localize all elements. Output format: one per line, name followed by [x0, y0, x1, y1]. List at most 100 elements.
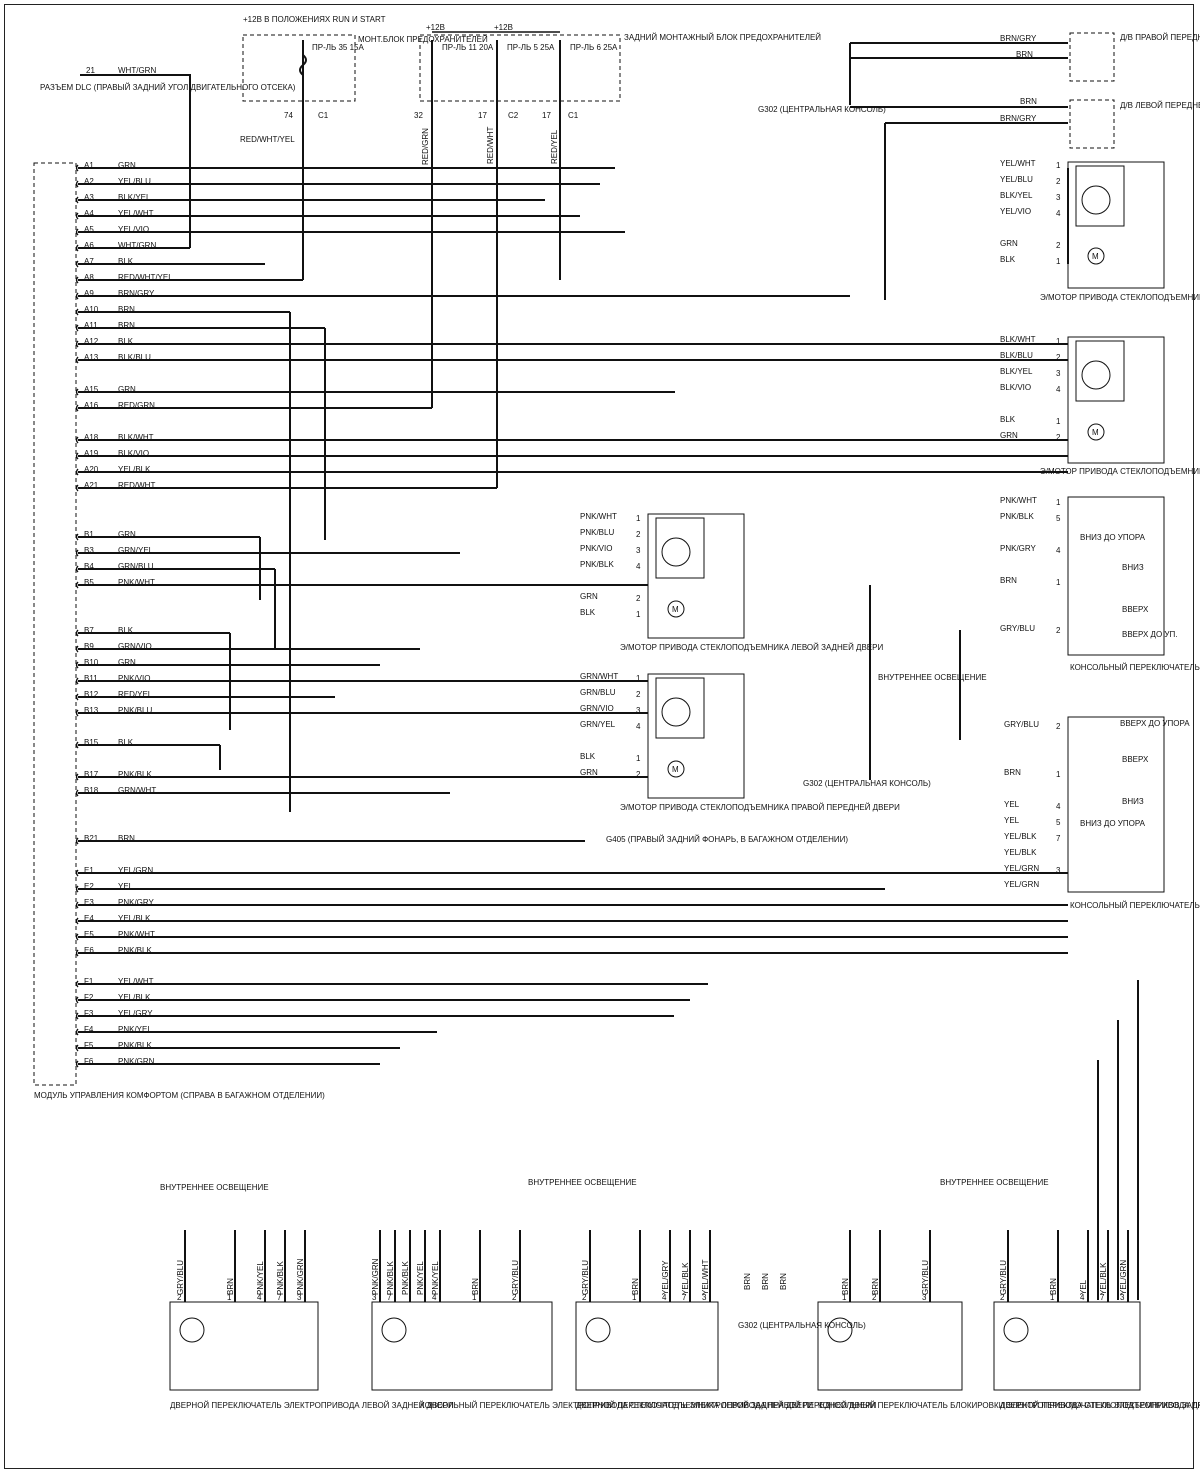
module-pin-mark	[75, 276, 79, 284]
rear-fuse-wires: RED/GRN RED/WHT RED/YEL	[421, 127, 559, 165]
motor-wire: GRN/YEL	[580, 720, 616, 729]
console-rr-wire: YEL/GRN	[1004, 864, 1039, 873]
console-lf-pin: 1	[1056, 578, 1061, 587]
console-lf-wire: PNK/WHT	[1000, 496, 1037, 505]
module-pin-e1: E1	[84, 866, 94, 875]
rear-conn-3: C1	[568, 111, 579, 120]
console-lf-down: ВНИЗ ДО УПОРА	[1080, 533, 1146, 542]
bottom-pin: 3	[297, 1293, 302, 1302]
motor-wire: BLK/BLU	[1000, 351, 1033, 360]
module-wire-f3: YEL/GRY	[118, 1009, 153, 1018]
bottom-wire: BRN	[841, 1278, 850, 1295]
motor-wire: BLK	[1000, 255, 1016, 264]
module-wire-e3: PNK/GRY	[118, 898, 155, 907]
bottom-wire: BRN	[1049, 1278, 1058, 1295]
module-wire-a1: GRN	[118, 161, 136, 170]
motor-pin: 1	[1056, 417, 1061, 426]
console-lf-wire: GRY/BLU	[1000, 624, 1035, 633]
module-pin-mark	[75, 260, 79, 268]
bottom-sw5: ДВЕРНОЙ ПЕРЕКЛЮЧАТЕЛЬ ЭЛЕКТРОПРИВОДА ПРА…	[993, 1230, 1200, 1410]
console-rr-pin: 1	[1056, 770, 1061, 779]
module-pin-f3: F3	[84, 1009, 94, 1018]
rear-pin-1: 32	[414, 111, 423, 120]
module-wire-e4: YEL/BLK	[118, 914, 151, 923]
bottom-pin: 4	[1080, 1293, 1085, 1302]
module-pin-mark	[75, 1012, 79, 1020]
module-pin-e5: E5	[84, 930, 94, 939]
module-wire-a9: BRN/GRY	[118, 289, 155, 298]
bottom-wire: PNK/YEL	[256, 1261, 265, 1295]
bottom-pin: 2	[177, 1293, 182, 1302]
fuse-11-label: ПР-ЛЬ 11 20А	[442, 43, 494, 52]
module-pin-b3: B3	[84, 546, 94, 555]
dlc-label: РАЗЪЕМ DLC (ПРАВЫЙ ЗАДНИЙ УГОЛ ДВИГАТЕЛЬ…	[40, 83, 296, 92]
bottom-wire: PNK/YEL	[416, 1261, 425, 1295]
module-pin-e4: E4	[84, 914, 94, 923]
module-pin-a8: A8	[84, 273, 94, 282]
console-switch-lf: КОНСОЛЬНЫЙ ПЕРЕКЛЮЧАТЕЛЬ ЭЛЕКТРОПРИВОДА …	[1067, 496, 1200, 672]
g302-bottom: G302 (ЦЕНТРАЛЬНАЯ КОНСОЛЬ)	[738, 1321, 866, 1330]
module-pin-b5: B5	[84, 578, 94, 587]
motor-wire: PNK/BLU	[580, 528, 614, 537]
module-pin-a16: A16	[84, 401, 99, 410]
module-pin-mark	[75, 533, 79, 541]
motor-wire: BLK	[580, 752, 596, 761]
motor-label: Э/МОТОР ПРИВОДА СТЕКЛОПОДЪЕМНИКА ЛЕВОЙ З…	[620, 643, 883, 652]
bottom-sw1: ДВЕРНОЙ ПЕРЕКЛЮЧАТЕЛЬ ЭЛЕКТРОПРИВОДА ЛЕВ…	[169, 1230, 454, 1410]
motor-pin: 3	[636, 706, 641, 715]
module-wire-a21: RED/WHT	[118, 481, 155, 490]
module-wire-a15: GRN	[118, 385, 136, 394]
console-rr-pin: 3	[1056, 866, 1061, 875]
console-switch-rr: КОНСОЛЬНЫЙ ПЕРЕКЛЮЧАТЕЛЬ ЭЛЕКТРОПРИВОДА …	[1067, 716, 1200, 910]
module-pin-b1: B1	[84, 530, 94, 539]
motor-pin: 3	[1056, 369, 1061, 378]
module-wire-b18: GRN/WHT	[118, 786, 156, 795]
bottom-pin: 2	[582, 1293, 587, 1302]
bottom-pin: 4	[432, 1293, 437, 1302]
module-pin-a1: A1	[84, 161, 94, 170]
module-pin-mark	[75, 1044, 79, 1052]
module-pin-mark	[75, 677, 79, 685]
module-pin-b17: B17	[84, 770, 99, 779]
module-wire-f5: PNK/BLK	[118, 1041, 152, 1050]
motor-pin: 1	[1056, 161, 1061, 170]
motor-pin: 3	[636, 546, 641, 555]
module-pin-b15: B15	[84, 738, 99, 747]
module-wire-a4: YEL/WHT	[118, 209, 154, 218]
motor-pin: 1	[636, 674, 641, 683]
module-pin-mark	[75, 228, 79, 236]
bottom-pin: 1	[472, 1293, 477, 1302]
rear-wire-3: RED/YEL	[550, 129, 559, 164]
bottom-pin: 4	[257, 1293, 262, 1302]
console-lf-label: КОНСОЛЬНЫЙ ПЕРЕКЛЮЧАТЕЛЬ ЭЛЕКТРОПРИВОДА …	[1070, 663, 1200, 672]
bottom-wire: GRY/BLU	[999, 1260, 1008, 1295]
motor-wire: GRN	[1000, 239, 1018, 248]
module-pin-mark	[75, 244, 79, 252]
bottom-pin: 1	[842, 1293, 847, 1302]
module-pin-a19: A19	[84, 449, 99, 458]
module-pin-mark	[75, 661, 79, 669]
module-pin-b11: B11	[84, 674, 98, 683]
module-wire-a19: BLK/VIO	[118, 449, 149, 458]
module-wire-b4: GRN/BLU	[118, 562, 154, 571]
module-pin-a10: A10	[84, 305, 99, 314]
rear-wire-1: RED/GRN	[421, 128, 430, 165]
bottom-pin: 3	[1120, 1293, 1125, 1302]
transistor-icon	[661, 537, 691, 567]
module-pin-mark	[75, 212, 79, 220]
module-pin-b13: B13	[84, 706, 99, 715]
console-lf-dn: ВНИЗ	[1122, 563, 1144, 572]
module-pin-mark	[75, 885, 79, 893]
bottom-wire: PNK/GRN	[371, 1258, 380, 1295]
module-wire-a6: WHT/GRN	[118, 241, 156, 250]
interior-light-right: ВНУТРЕННЕЕ ОСВЕЩЕНИЕ	[878, 673, 987, 682]
module-pin-a20: A20	[84, 465, 99, 474]
bottom-label: КОНСОЛЬНЫЙ ПЕРЕКЛЮЧАТЕЛЬ БЛОКИРОВКИ ЭЛЕК…	[818, 1401, 1200, 1410]
console-rr-wire: BRN	[1004, 768, 1021, 777]
door-switch-right-front: Д/В ПРАВОЙ ПЕРЕДНЕЙ ДВЕРИ BRN/GRY BRN	[849, 32, 1200, 105]
module-pin-mark	[75, 709, 79, 717]
console-rr-wire: YEL	[1004, 816, 1020, 825]
rear-box-plus-1: +12В	[426, 23, 445, 32]
module-label: МОДУЛЬ УПРАВЛЕНИЯ КОМФОРТОМ (СПРАВА В БА…	[34, 1091, 325, 1100]
